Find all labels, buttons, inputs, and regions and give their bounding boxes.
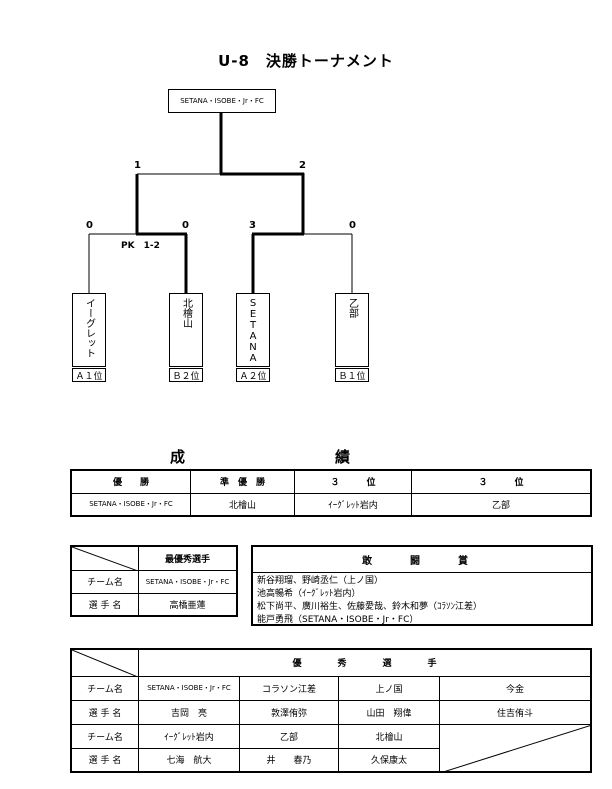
results-header: ３ 位: [411, 469, 592, 494]
excellent-header: 優 秀 選 手: [138, 648, 592, 677]
results-value: 乙部: [411, 492, 592, 517]
team-cell: SETANA・ISOBE・Jr・FC: [138, 675, 240, 701]
diagonal-cell: [70, 648, 139, 677]
final-score-left: 1: [134, 160, 141, 171]
mvp-player: 高橋亜蓮: [138, 592, 238, 617]
fighting-spirit-line: 能戸勇飛（SETANA・ISOBE・Jr・FC）: [257, 615, 419, 625]
rank-label: Ｂ１位: [335, 368, 369, 382]
team-cell: ｲｰｸﾞﾚｯﾄ岩内: [138, 723, 240, 749]
row-label: チーム名: [70, 723, 139, 749]
results-value: SETANA・ISOBE・Jr・FC: [70, 492, 191, 517]
rank-label: Ｂ２位: [169, 368, 203, 382]
player-cell: 井 春乃: [239, 747, 339, 773]
team-cell: 北檜山: [338, 723, 440, 749]
team-cell: コラソン江差: [239, 675, 339, 701]
mvp-table: 最優秀選手 チーム名 SETANA・ISOBE・Jr・FC 選 手 名 高橋亜蓮: [70, 545, 238, 617]
team-cell: 上ノ国: [338, 675, 440, 701]
row-label: 選 手 名: [70, 592, 139, 617]
champion-box: SETANA・ISOBE・Jr・FC: [168, 89, 276, 113]
final-score-right: 2: [299, 160, 306, 171]
fighting-spirit-header: 敢 闘 賞: [253, 547, 591, 573]
team-box: SETANA: [236, 293, 270, 367]
team-box: イーグレット: [72, 293, 106, 367]
results-header: ３ 位: [294, 469, 412, 494]
team-cell: 今金: [439, 675, 592, 701]
rank-label: Ａ２位: [236, 368, 270, 382]
row-label: 選 手 名: [70, 699, 139, 725]
player-cell: 山田 翔偉: [338, 699, 440, 725]
empty-diagonal-cell: [439, 723, 592, 773]
player-cell: 住吉侑斗: [439, 699, 592, 725]
fighting-spirit-box: 敢 闘 賞 新谷翔瑠、野崎丞仁（上ノ国） 池高暢希（ｲｰｸﾞﾚｯﾄ岩内） 松下尚…: [251, 545, 593, 626]
results-value: ｲｰｸﾞﾚｯﾄ岩内: [294, 492, 412, 517]
semi-score: 0: [86, 220, 93, 231]
mvp-team: SETANA・ISOBE・Jr・FC: [138, 569, 238, 594]
excellent-players-table: 優 秀 選 手 チーム名 SETANA・ISOBE・Jr・FC コラソン江差 上…: [70, 648, 592, 773]
semi-score: 0: [349, 220, 356, 231]
results-value: 北檜山: [190, 492, 295, 517]
team-cell: 乙部: [239, 723, 339, 749]
player-cell: 敦澤侑弥: [239, 699, 339, 725]
team-box: 乙部: [335, 293, 369, 367]
pk-note: PK 1-2: [121, 241, 160, 251]
row-label: チーム名: [70, 675, 139, 701]
fighting-spirit-line: 新谷翔瑠、野崎丞仁（上ノ国）: [257, 576, 384, 586]
results-header: 準 優 勝: [190, 469, 295, 494]
diagonal-cell: [70, 545, 139, 571]
fighting-spirit-line: 松下尚平、廣川裕生、佐藤愛哉、鈴木和夢（ｺﾗｿﾝ江差）: [257, 602, 483, 612]
results-heading: 成 績: [169, 448, 350, 466]
semi-score: 0: [182, 220, 189, 231]
player-cell: 七海 航大: [138, 747, 240, 773]
results-table: 優 勝 準 優 勝 ３ 位 ３ 位 SETANA・ISOBE・Jr・FC 北檜山…: [70, 469, 592, 517]
player-cell: 久保康太: [338, 747, 440, 773]
mvp-header: 最優秀選手: [138, 545, 238, 571]
player-cell: 吉岡 亮: [138, 699, 240, 725]
row-label: チーム名: [70, 569, 139, 594]
results-header: 優 勝: [70, 469, 191, 494]
rank-label: Ａ１位: [72, 368, 106, 382]
fighting-spirit-line: 池高暢希（ｲｰｸﾞﾚｯﾄ岩内）: [257, 589, 361, 599]
semi-score: 3: [249, 220, 256, 231]
team-box: 北檜山: [169, 293, 203, 367]
page-title: U-8 決勝トーナメント: [218, 52, 394, 70]
row-label: 選 手 名: [70, 747, 139, 773]
